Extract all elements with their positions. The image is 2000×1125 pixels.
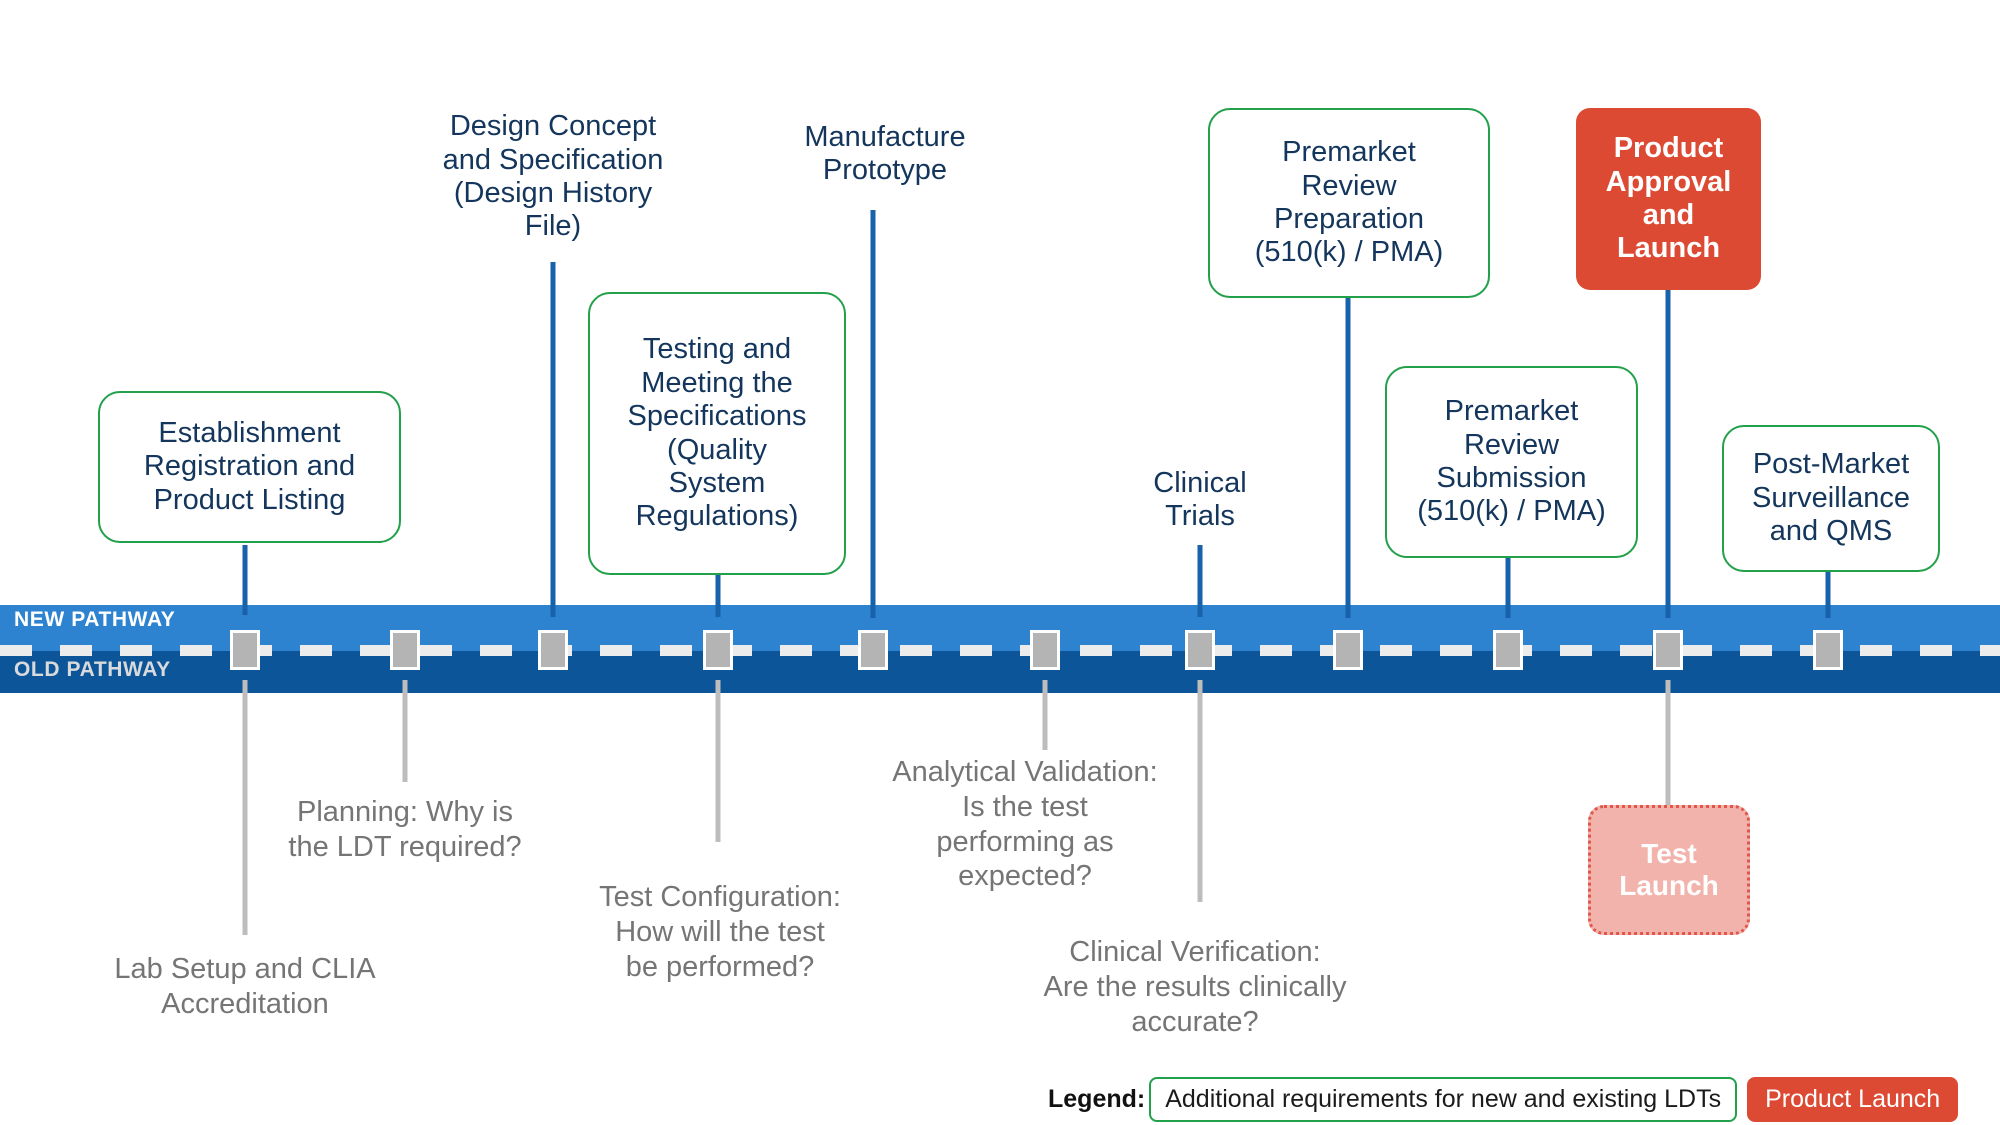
connector-up-manufacture-prototype xyxy=(870,210,876,618)
old-pathway-band xyxy=(0,651,2000,693)
pathway-divider-dashed-line xyxy=(0,645,2000,656)
connector-down-analytical-validation xyxy=(1042,680,1048,750)
legend-title: Legend: xyxy=(1048,1084,1146,1113)
timeline-marker[interactable] xyxy=(1030,630,1060,670)
timeline-marker[interactable] xyxy=(1185,630,1215,670)
connector-up-clinical-trials xyxy=(1197,545,1203,617)
timeline-marker[interactable] xyxy=(230,630,260,670)
connector-up-product-approval xyxy=(1665,290,1671,618)
timeline-marker[interactable] xyxy=(858,630,888,670)
connector-up-design-concept xyxy=(550,262,556,617)
connector-down-test-configuration xyxy=(715,680,721,842)
timeline-marker[interactable] xyxy=(1333,630,1363,670)
connector-up-post-market-surveillance xyxy=(1825,572,1831,618)
timeline-marker[interactable] xyxy=(1493,630,1523,670)
timeline-marker[interactable] xyxy=(1653,630,1683,670)
legend: Legend: Additional requirements for new … xyxy=(1048,1076,1959,1122)
connector-up-premarket-review-preparation xyxy=(1345,298,1351,618)
connector-up-premarket-review-submission xyxy=(1505,558,1511,618)
legend-item-additional-requirements[interactable]: Additional requirements for new and exis… xyxy=(1149,1076,1738,1122)
timeline-marker[interactable] xyxy=(390,630,420,670)
legend-item-product-launch[interactable]: Product Launch xyxy=(1747,1076,1959,1122)
connector-down-test-launch xyxy=(1665,680,1671,805)
connector-down-planning xyxy=(402,680,408,782)
new-pathway-label: NEW PATHWAY xyxy=(14,608,176,631)
connector-up-testing-meeting xyxy=(715,575,721,617)
old-pathway-label: OLD PATHWAY xyxy=(14,658,171,681)
node-clinical-verification[interactable]: Clinical Verification:Are the results cl… xyxy=(1043,936,1347,1038)
timeline-marker[interactable] xyxy=(703,630,733,670)
connector-up-establishment xyxy=(242,545,248,615)
timeline-marker[interactable] xyxy=(1813,630,1843,670)
timeline-marker[interactable] xyxy=(538,630,568,670)
connector-down-clinical-verification xyxy=(1197,680,1203,902)
connector-down-lab-setup xyxy=(242,680,248,935)
